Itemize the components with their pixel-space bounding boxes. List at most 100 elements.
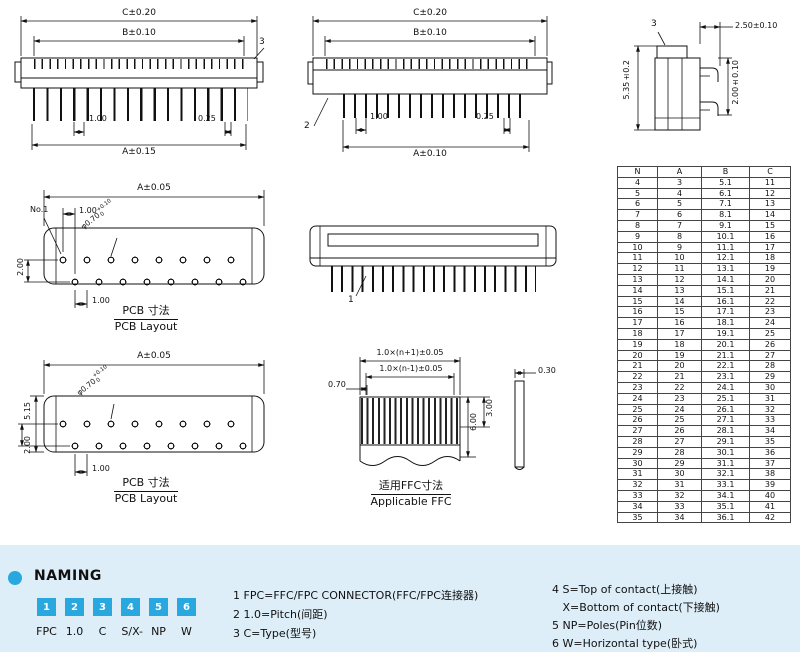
cell-a: 32 — [657, 489, 702, 502]
spec-table-row: 17 16 18.1 24 — [617, 317, 791, 329]
cell-b: 6.1 — [701, 187, 750, 200]
cell-n: 21 — [617, 360, 658, 373]
cell-c: 26 — [749, 338, 791, 351]
pcb-layout-lower-linework — [18, 360, 265, 476]
cell-a: 7 — [657, 219, 702, 232]
code-number: 5 — [149, 598, 168, 616]
pcb-layout-upper-linework — [24, 190, 265, 308]
spec-table-row: 32 31 33.1 39 — [617, 479, 791, 491]
cell-c: 12 — [749, 187, 791, 200]
cell-n: 9 — [617, 230, 658, 243]
cell-a: 33 — [657, 500, 702, 513]
cell-n: 19 — [617, 338, 658, 351]
cell-n: 20 — [617, 349, 658, 362]
cell-a: 5 — [657, 198, 702, 211]
cell-a: 26 — [657, 425, 702, 437]
spec-table-row: 23 22 24.1 30 — [617, 381, 791, 394]
title-en: PCB Layout — [114, 320, 178, 333]
pad-row-lower — [63, 440, 259, 452]
cell-c: 24 — [749, 317, 791, 329]
bullet-icon — [8, 571, 22, 585]
cell-b: 10.1 — [701, 230, 750, 243]
naming-code-box: 3 C — [93, 598, 112, 638]
spec-table-row: 4 3 5.1 11 — [617, 176, 791, 189]
spec-table-row: 29 28 30.1 36 — [617, 446, 791, 459]
title-en: Applicable FFC — [370, 495, 452, 508]
cell-b: 15.1 — [701, 284, 750, 297]
cell-n: 30 — [617, 457, 658, 470]
applicable-ffc: 1.0×(n+1)±0.05 1.0×(n-1)±0.05 0.70 0.30 … — [318, 345, 576, 512]
cell-b: 34.1 — [701, 489, 750, 502]
cell-c: 14 — [749, 209, 791, 221]
cell-c: 42 — [749, 511, 791, 524]
cell-b: 28.1 — [701, 425, 750, 437]
cell-a: 11 — [657, 263, 702, 275]
cell-a: 14 — [657, 295, 702, 308]
spec-table-row: 8 7 9.1 15 — [617, 219, 791, 232]
title-cn: PCB 寸法 — [114, 476, 178, 492]
code-label: 1.0 — [65, 625, 84, 638]
spec-table-row: 25 24 26.1 32 — [617, 403, 791, 416]
dim-label-thickness: 0.30 — [538, 366, 556, 375]
cell-a: 10 — [657, 252, 702, 265]
col-header-c: C — [749, 166, 791, 178]
code-label: W — [181, 625, 192, 638]
cell-b: 14.1 — [701, 273, 750, 286]
cell-c: 33 — [749, 414, 791, 427]
cell-a: 34 — [657, 511, 702, 524]
cell-a: 23 — [657, 392, 702, 405]
cell-c: 20 — [749, 273, 791, 286]
cell-b: 12.1 — [701, 252, 750, 265]
naming-code-box: 2 1.0 — [65, 598, 84, 638]
cell-a: 9 — [657, 241, 702, 254]
code-number: 3 — [93, 598, 112, 616]
code-label: FPC — [36, 625, 57, 638]
spec-table-row: 26 25 27.1 33 — [617, 414, 791, 427]
cell-b: 27.1 — [701, 414, 750, 427]
cell-c: 37 — [749, 457, 791, 470]
code-label: S/X — [121, 625, 140, 638]
spec-table-body: 4 3 5.1 11 5 4 6.1 12 6 5 7.1 13 7 6 8.1… — [617, 176, 791, 524]
cell-b: 9.1 — [701, 219, 750, 232]
cell-n: 15 — [617, 295, 658, 308]
spec-table-row: 19 18 20.1 26 — [617, 338, 791, 351]
cell-n: 14 — [617, 284, 658, 297]
front-view-left: C±0.20 B±0.10 3 1.00 0.25 A±0.15 — [12, 6, 284, 166]
cell-a: 8 — [657, 230, 702, 243]
cell-c: 21 — [749, 284, 791, 297]
cell-n: 35 — [617, 511, 658, 524]
contact-slot-row — [326, 59, 534, 69]
contact-slot-row — [34, 59, 244, 69]
spec-table-row: 6 5 7.1 13 — [617, 198, 791, 211]
code-label: C — [98, 625, 107, 638]
dim-label-b: B±0.10 — [122, 28, 156, 38]
cell-n: 17 — [617, 317, 658, 329]
code-number: 6 — [177, 598, 196, 616]
spec-table-row: 28 27 29.1 35 — [617, 435, 791, 448]
spec-table-row: 15 14 16.1 22 — [617, 295, 791, 308]
dim-label-pitch: 1.00 — [370, 112, 388, 121]
spec-table-row: 24 23 25.1 31 — [617, 392, 791, 405]
naming-section: NAMING 1 FPC 2 1.0 3 C 4 S/X 5 NP 6 W - … — [0, 545, 800, 652]
cell-c: 18 — [749, 252, 791, 265]
callout-3: 3 — [651, 19, 657, 29]
dim-label-width: 2.50±0.10 — [735, 21, 778, 30]
spec-table-row: 18 17 19.1 25 — [617, 327, 791, 340]
pad-row-lower — [63, 276, 259, 288]
code-number: 4 — [121, 598, 140, 616]
cell-c: 22 — [749, 295, 791, 308]
side-view-linework — [634, 22, 733, 131]
cell-a: 25 — [657, 414, 702, 427]
naming-code-box: 6 W — [177, 598, 196, 638]
dim-label-a: A±0.15 — [122, 147, 156, 157]
pcb-layout-title: PCB 寸法 PCB Layout — [71, 476, 221, 506]
cell-b: 11.1 — [701, 241, 750, 254]
cell-a: 15 — [657, 306, 702, 319]
note-line: 1 FPC=FFC/FPC CONNECTOR(FFC/FPC连接器) — [233, 589, 479, 602]
dim-label-a: A±0.05 — [137, 183, 171, 193]
cell-b: 23.1 — [701, 371, 750, 383]
title-cn: 适用FFC寸法 — [370, 479, 452, 495]
cell-a: 24 — [657, 403, 702, 416]
cell-b: 24.1 — [701, 381, 750, 394]
cell-a: 13 — [657, 284, 702, 297]
